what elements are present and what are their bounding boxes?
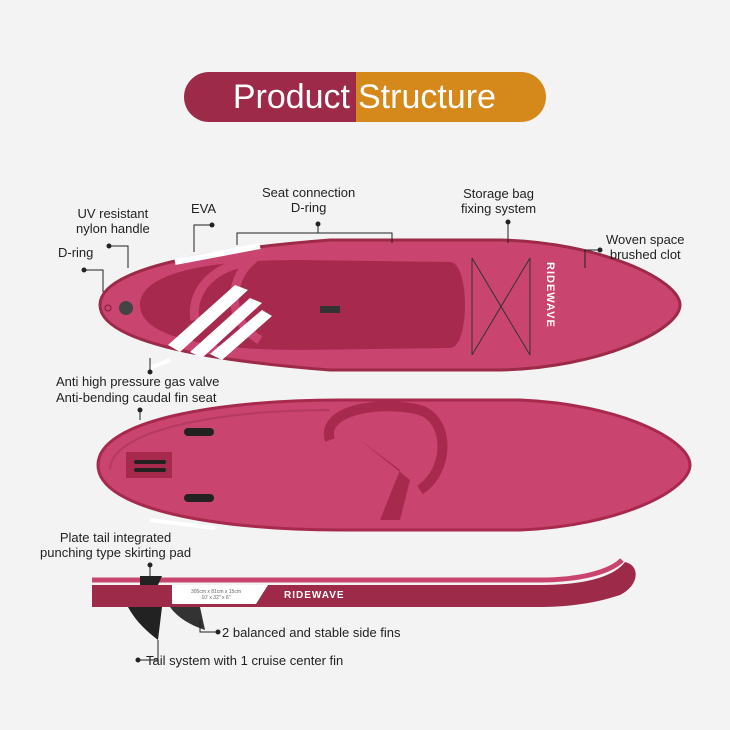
label-line: D-ring [290,200,327,215]
label-eva: EVA [191,201,217,216]
board-spec: 305cm x 81cm x 15cm 10' x 32" x 6" [176,589,256,601]
label-line: punching type skirting pad [40,545,192,560]
board-side-view [92,558,636,640]
label-fin-seat: Anti-bending caudal fin seat [56,390,217,405]
title-banner: Product Structure [184,72,546,122]
label-line: Seat connection [262,185,356,200]
label-woven: Woven space brushed clot [606,232,685,262]
label-seat-d-ring: Seat connection D-ring [262,185,355,215]
label-valve: Anti high pressure gas valve [56,374,220,389]
label-line: fixing system [461,201,537,216]
label-center-fin: Tail system with 1 cruise center fin [146,653,344,668]
label-line: UV resistant [77,206,149,221]
label-line: nylon handle [76,221,150,236]
brand-logo-top: RIDEWAVE [544,262,556,328]
label-line: Woven space [606,232,685,247]
leader-lines [81,219,603,663]
label-d-ring: D-ring [58,245,94,260]
label-storage-bag: Storage bag fixing system [461,186,536,216]
label-side-fins: 2 balanced and stable side fins [222,625,401,640]
board-bottom-view [96,398,692,532]
label-line: Storage bag [463,186,534,201]
title-part2: Structure [356,72,546,122]
label-line: Plate tail integrated [59,530,172,545]
spec-metric: 305cm x 81cm x 15cm [190,589,242,595]
brand-logo-side: RIDEWAVE [284,590,345,601]
label-uv-handle: UV resistant nylon handle [76,206,150,236]
label-plate-tail: Plate tail integrated punching type skir… [40,530,191,560]
board-top-view [98,238,682,372]
spec-imperial: 10' x 32" x 6" [201,595,231,601]
label-line: brushed clot [609,247,681,262]
title-part1: Product [184,72,356,122]
